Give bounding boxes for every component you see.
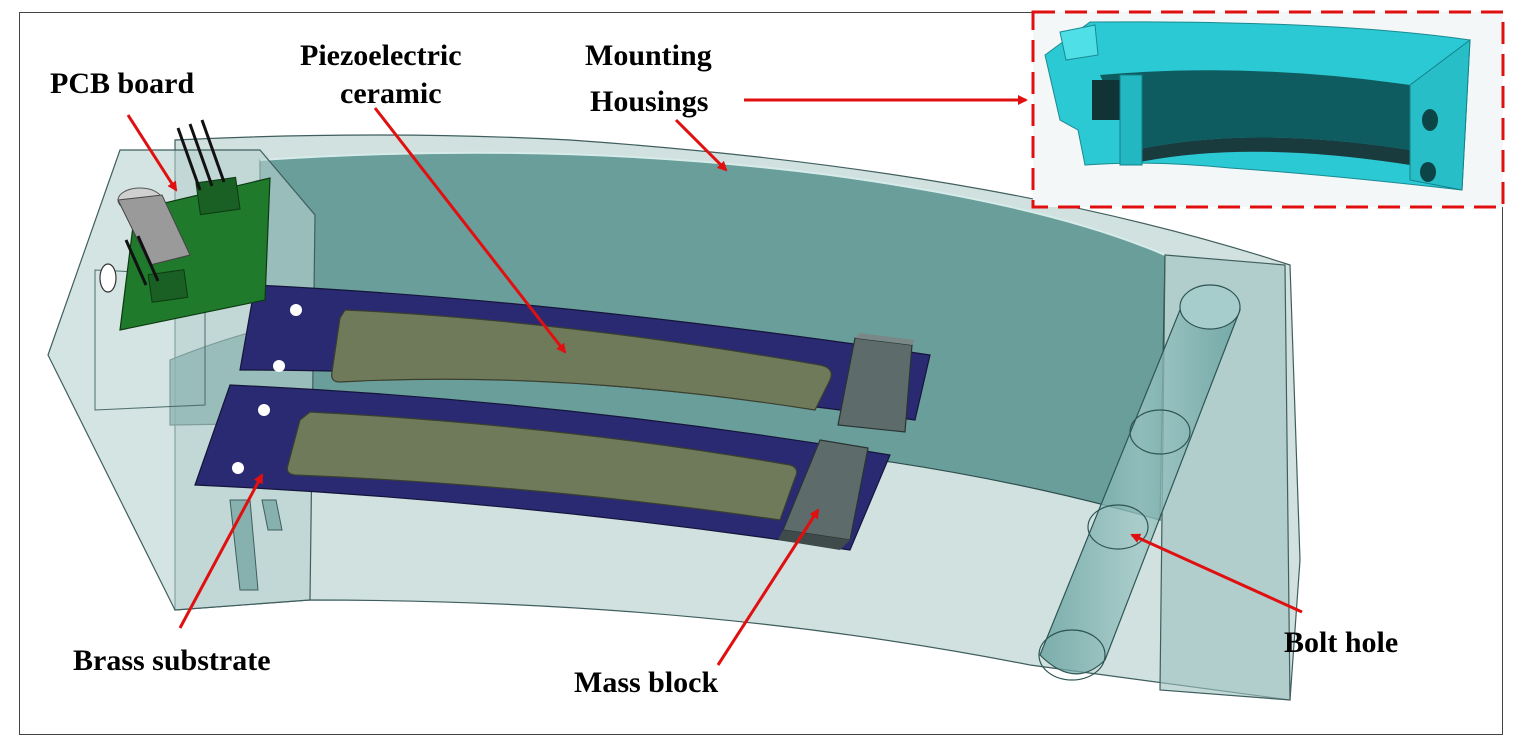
- pcb-pin: [136, 235, 160, 282]
- label-mounting-line1: Mounting: [585, 39, 712, 72]
- housing-lid-edge: [259, 151, 1166, 256]
- label-brass-substrate: Brass substrate: [73, 644, 271, 677]
- callout-arrows: [126, 95, 1303, 666]
- bolt-bottom-ellipse: [1038, 629, 1106, 681]
- arrow-mounting-housing: [674, 118, 728, 172]
- pcb-pin: [188, 123, 214, 187]
- inset-right-block: [1409, 38, 1471, 191]
- pcb-pin: [124, 239, 148, 286]
- ceramic-patch-lower: [286, 411, 798, 521]
- pcb-board: [117, 119, 271, 331]
- housing-leg: [261, 499, 283, 531]
- labels: PCB board Piezoelectric ceramic Mounting…: [50, 39, 1398, 699]
- bolt-hole: [1038, 284, 1241, 681]
- inset-housing-floor: [1135, 137, 1410, 165]
- label-piezoelectric-line2: ceramic: [340, 77, 442, 110]
- label-mounting-line2: Housings: [590, 85, 708, 118]
- arrow-mass-block: [716, 508, 820, 666]
- inset-bolt-hole: [1420, 162, 1436, 182]
- arrow-bolt-hole: [1130, 533, 1303, 614]
- mass-block: [778, 333, 915, 550]
- pcb-header: [195, 176, 241, 216]
- arrow-piezoelectric-ceramic: [373, 107, 567, 354]
- mass-block-upper-top: [855, 333, 915, 345]
- inset-housing-view: [1031, 10, 1505, 209]
- substrate-hole: [258, 404, 270, 416]
- inset-tab: [1059, 24, 1099, 61]
- pcb-pin: [200, 119, 226, 183]
- label-bolt-hole: Bolt hole: [1284, 626, 1398, 659]
- substrate-hole: [273, 360, 285, 372]
- label-pcb-board: PCB board: [50, 67, 195, 100]
- arrow-pcb-board: [126, 114, 178, 192]
- capacitor-body: [117, 194, 191, 266]
- substrate-hole: [290, 304, 302, 316]
- pcb-pin: [176, 127, 202, 191]
- arrow-brass-substrate: [178, 473, 264, 629]
- bolt-mid-ellipse: [1129, 409, 1191, 455]
- substrate-hole: [232, 462, 244, 474]
- mass-block-lower-front: [778, 530, 850, 550]
- inset-pcb: [1092, 80, 1120, 120]
- bolt-top-ellipse: [1179, 284, 1241, 330]
- mount-screw-hole: [99, 263, 117, 293]
- label-mass-block: Mass block: [574, 666, 719, 699]
- bolt-mid-ellipse: [1087, 504, 1149, 550]
- inset-housing-cavity: [1100, 70, 1410, 150]
- piezoelectric-ceramic: [286, 309, 832, 521]
- inset-end-block: [1119, 74, 1143, 166]
- label-piezoelectric-line1: Piezoelectric: [300, 39, 462, 72]
- inset-bolt-hole: [1422, 109, 1438, 131]
- ceramic-patch-upper: [331, 309, 832, 411]
